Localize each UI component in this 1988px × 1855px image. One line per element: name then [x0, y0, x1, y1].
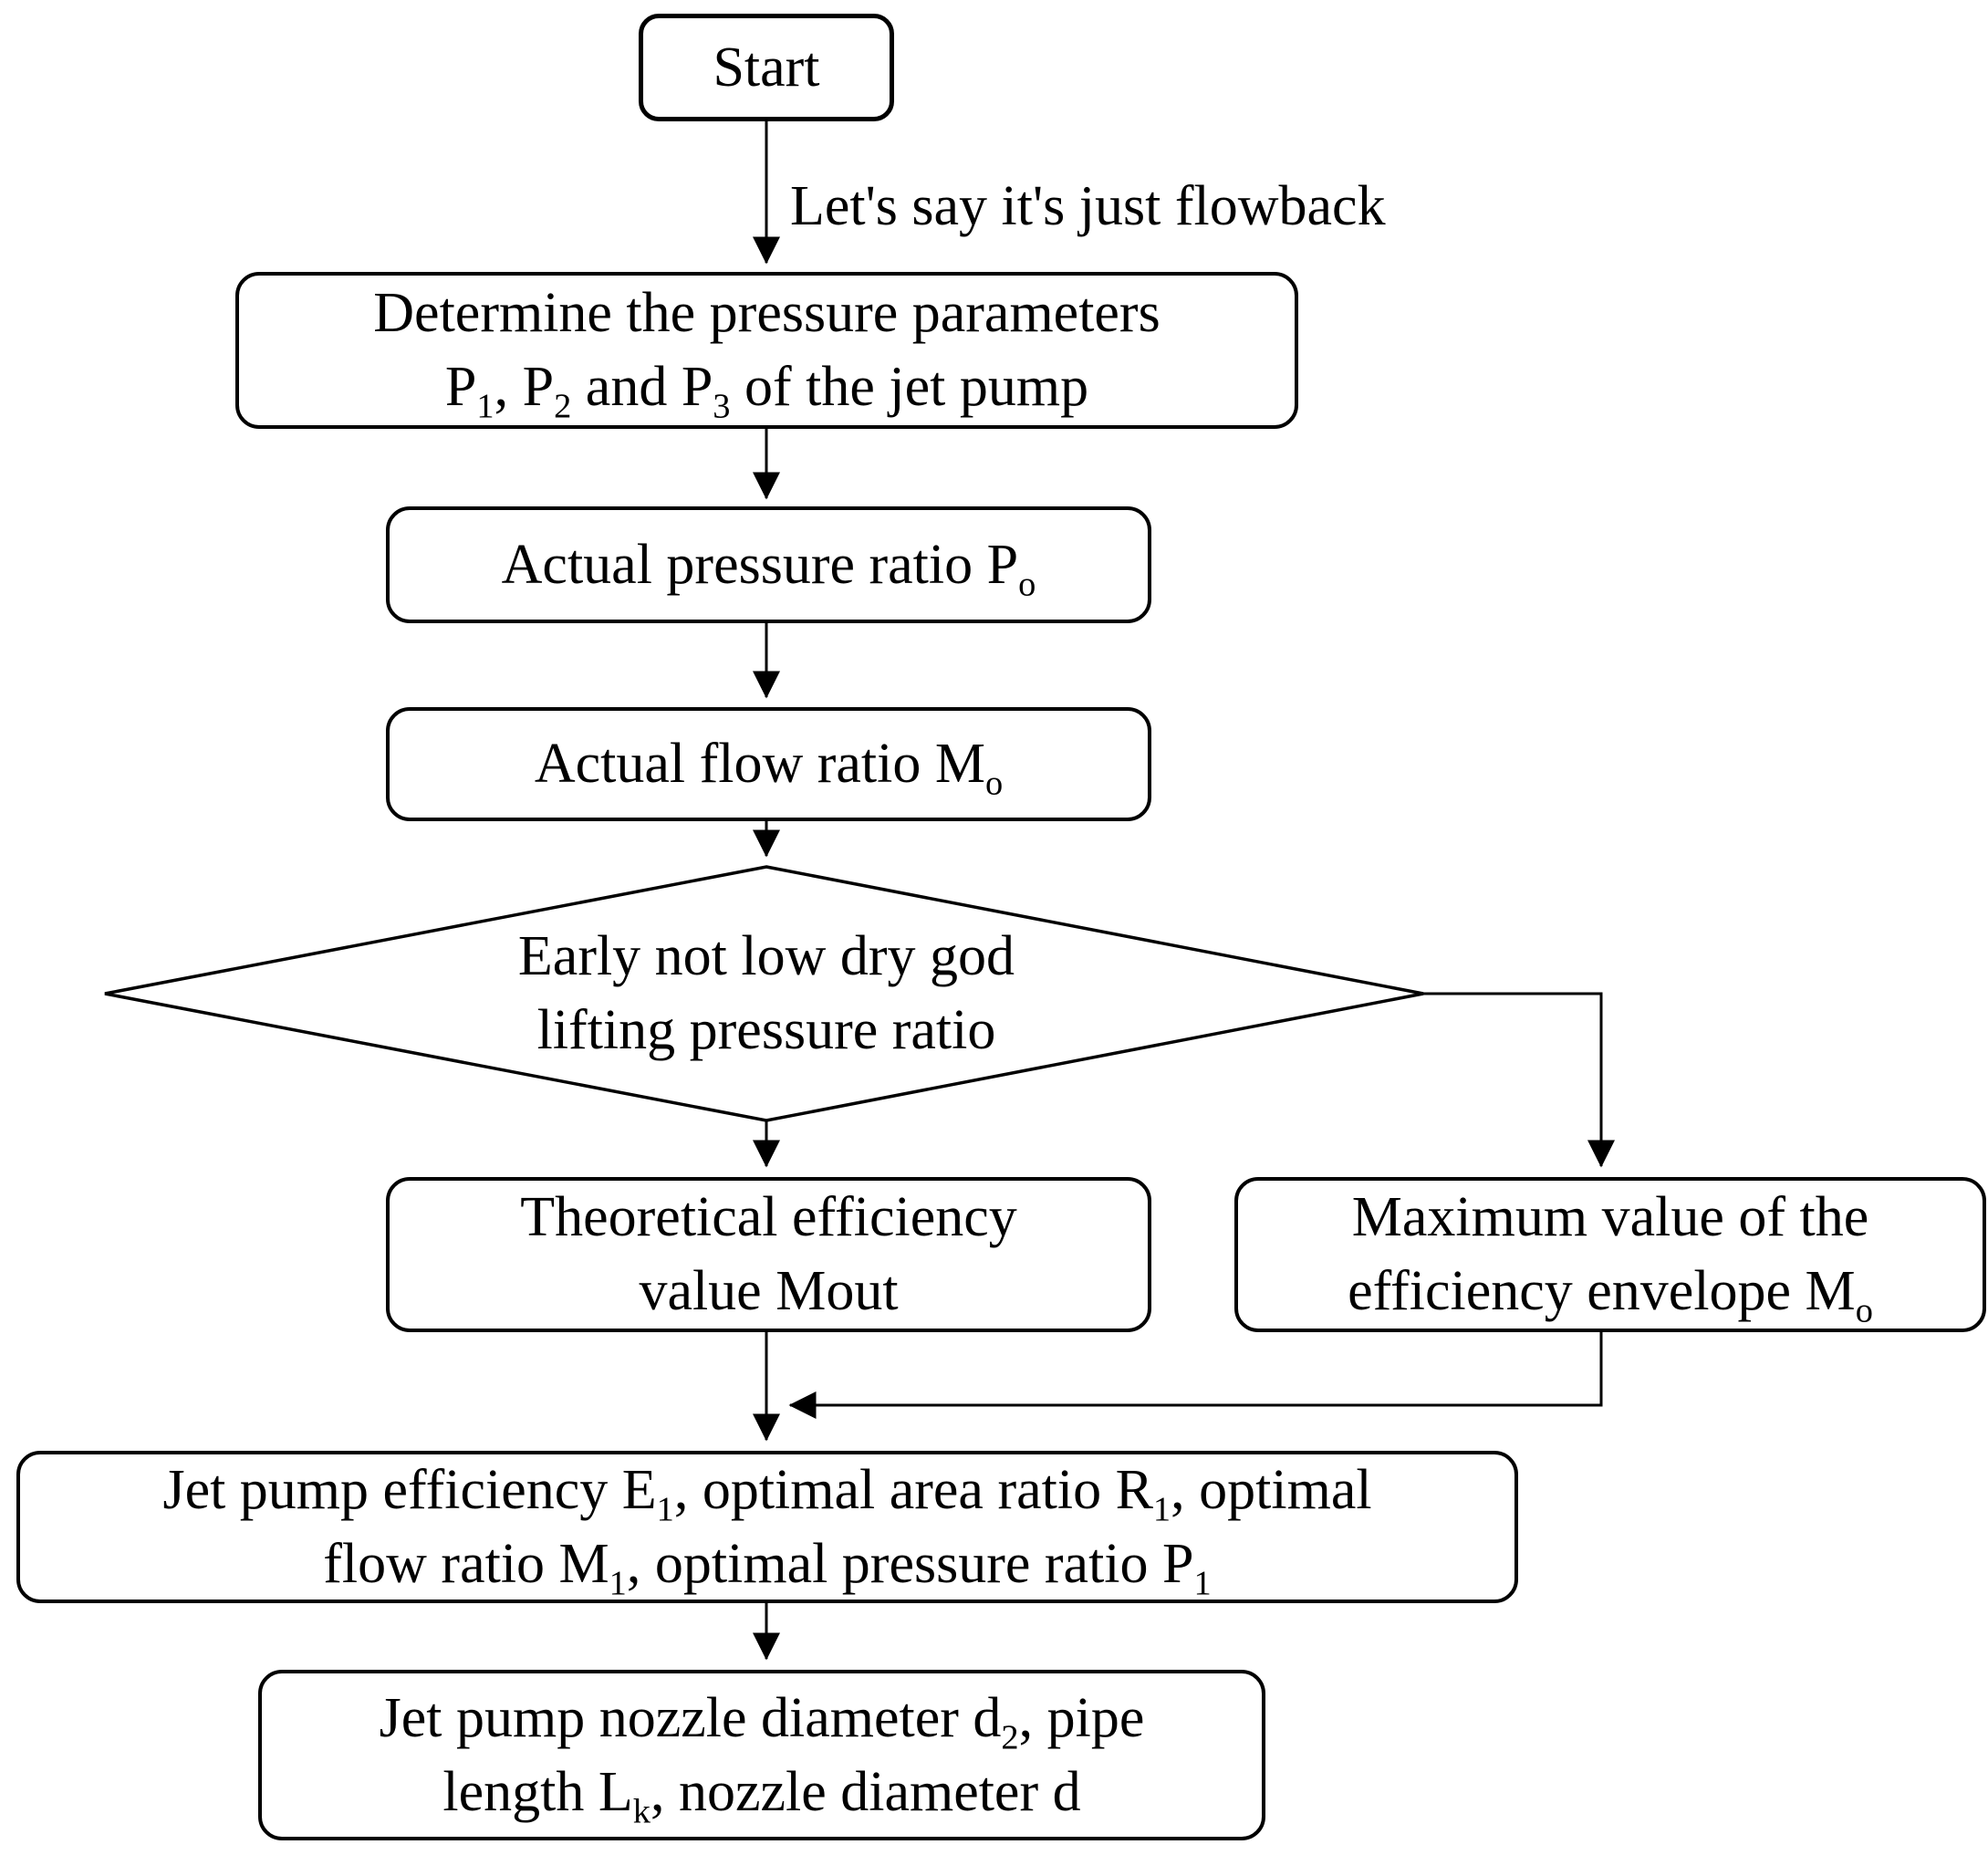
edge-label-flowback: Let's say it's just flowback: [790, 175, 1386, 237]
edge-maximum-merge: [788, 1332, 1603, 1419]
node-start: Start: [639, 14, 894, 121]
node-actual-pressure-ratio: Actual pressure ratio Po: [386, 506, 1151, 623]
node-actual-flow-ratio: Actual flow ratio Mo: [386, 707, 1151, 821]
node-jet-pump-efficiency: Jet pump efficiency E1, optimal area rat…: [16, 1451, 1518, 1603]
edge-decision-maximum: [1423, 992, 1615, 1168]
